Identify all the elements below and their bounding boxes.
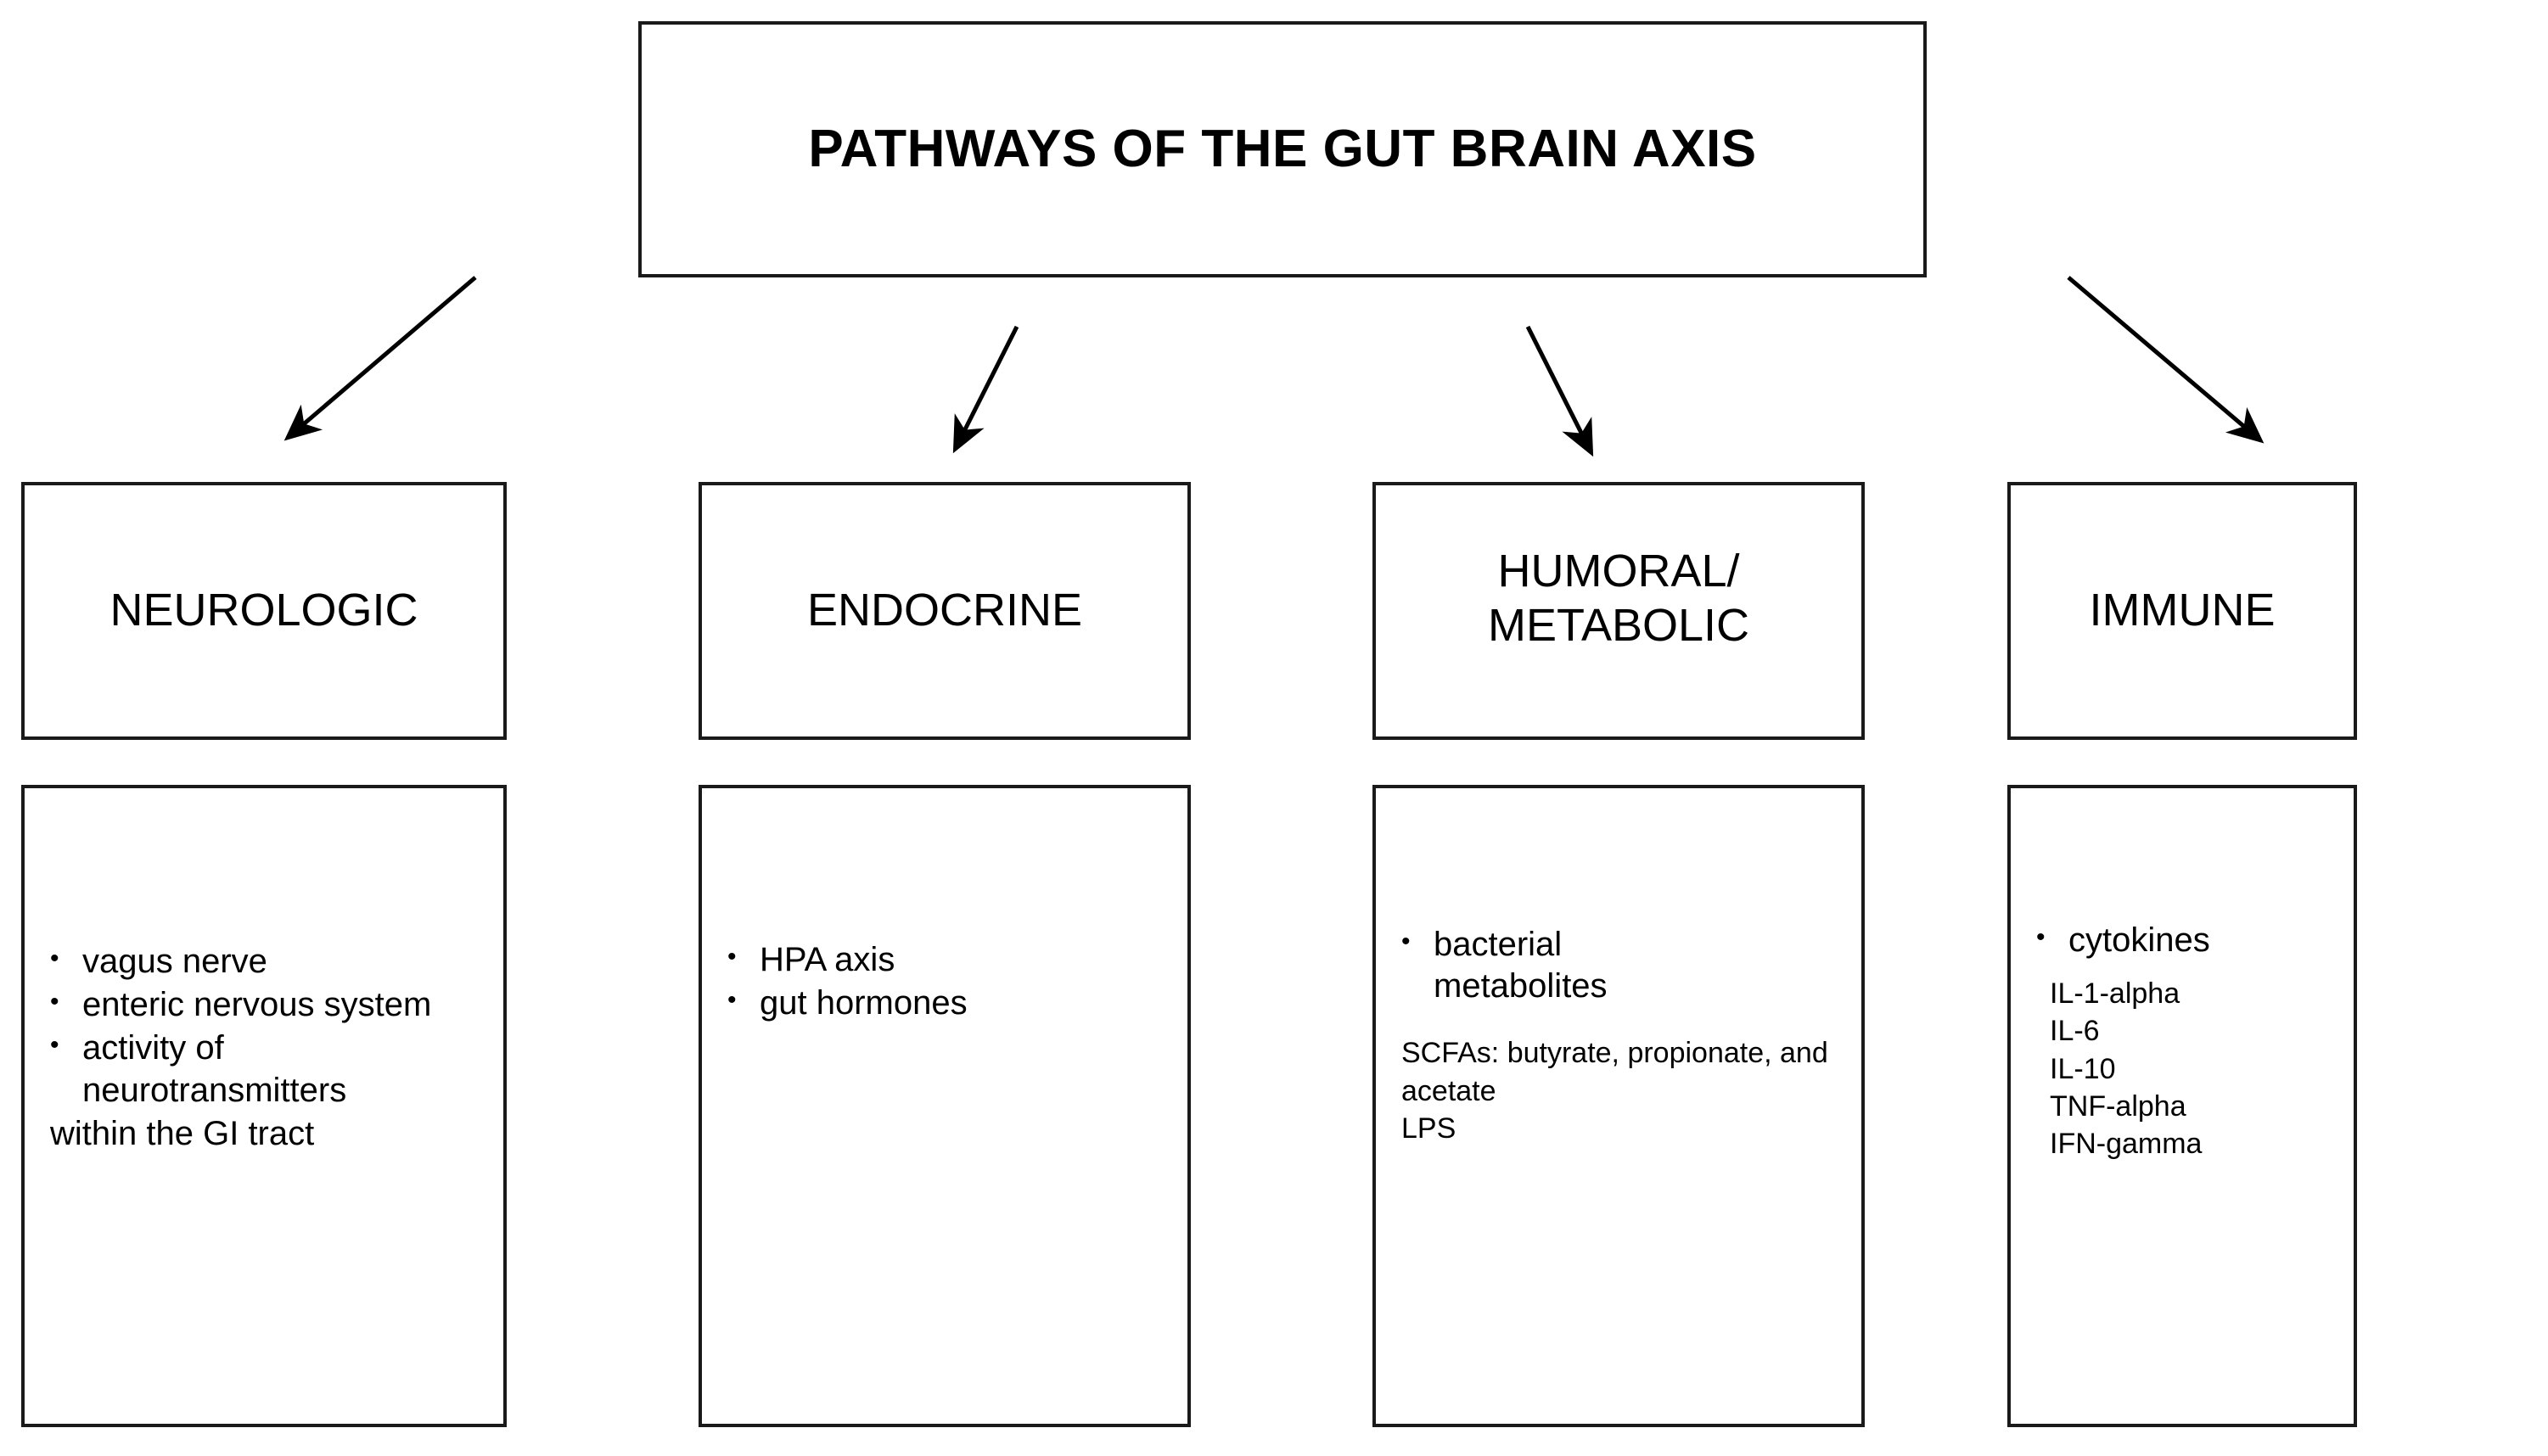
detail-box-immune: cytokines IL-1-alpha IL-6 IL-10 TNF-alph… (2007, 785, 2357, 1427)
detail-box-endocrine: HPA axis gut hormones (699, 785, 1191, 1427)
header-label-line1: HUMORAL/ (1497, 546, 1740, 597)
sub-item: SCFAs: butyrate, propionate, and acetate (1401, 1037, 1828, 1107)
arrow-to-neurologic (283, 276, 477, 441)
list-item: gut hormones (716, 981, 1174, 1024)
detail-content-humoral-metabolic: bacterial metabolites SCFAs: butyrate, p… (1389, 922, 1839, 1147)
page-title: PATHWAYS OF THE GUT BRAIN AXIS (808, 119, 1757, 178)
bullet-list-immune: cytokines (2024, 918, 2340, 961)
header-box-humoral-metabolic: HUMORAL/ METABOLIC (1372, 482, 1865, 740)
header-box-neurologic: NEUROLOGIC (21, 482, 507, 740)
list-item: bacterial metabolites (1389, 922, 1688, 1007)
header-label-line2: METABOLIC (1487, 600, 1750, 651)
detail-box-humoral-metabolic: bacterial metabolites SCFAs: butyrate, p… (1372, 785, 1865, 1427)
sub-item: TNF-alpha (2050, 1089, 2186, 1123)
sub-item: IL-6 (2050, 1015, 2100, 1048)
sub-item: IFN-gamma (2050, 1127, 2203, 1160)
bullet-list-endocrine: HPA axis gut hormones (716, 938, 1174, 1024)
detail-content-neurologic: vagus nerve enteric nervous system activ… (38, 939, 490, 1155)
sub-list-immune: IL-1-alpha IL-6 IL-10 TNF-alpha IFN-gamm… (2024, 975, 2340, 1162)
header-box-endocrine: ENDOCRINE (699, 482, 1191, 740)
sub-item: LPS (1401, 1112, 1456, 1145)
sub-list-humoral-metabolic: SCFAs: butyrate, propionate, and acetate… (1389, 1034, 1839, 1147)
header-label-neurologic: NEUROLOGIC (109, 585, 418, 636)
header-box-immune: IMMUNE (2007, 482, 2357, 740)
spacer (1389, 1009, 1839, 1034)
arrow-to-humoral-metabolic (1525, 325, 1594, 457)
spacer (2024, 963, 2340, 975)
arrow-to-endocrine (952, 325, 1019, 454)
detail-content-immune: cytokines IL-1-alpha IL-6 IL-10 TNF-alph… (2024, 918, 2340, 1162)
list-item: cytokines (2024, 918, 2340, 961)
title-box: PATHWAYS OF THE GUT BRAIN AXIS (638, 21, 1927, 277)
continuation-text-neurologic: within the GI tract (50, 1114, 315, 1152)
header-label-immune: IMMUNE (2089, 585, 2276, 636)
sub-item: IL-10 (2050, 1052, 2116, 1085)
detail-content-endocrine: HPA axis gut hormones (716, 938, 1174, 1026)
header-label-humoral-metabolic: HUMORAL/ METABOLIC (1488, 545, 1749, 652)
list-item: activity of neurotransmitters (38, 1026, 490, 1111)
detail-box-neurologic: vagus nerve enteric nervous system activ… (21, 785, 507, 1427)
sub-item: IL-1-alpha (2050, 977, 2180, 1011)
bullet-list-neurologic: vagus nerve enteric nervous system activ… (38, 939, 490, 1112)
list-item: enteric nervous system (38, 983, 490, 1026)
bullet-list-humoral-metabolic: bacterial metabolites (1389, 922, 1839, 1007)
header-label-endocrine: ENDOCRINE (806, 585, 1083, 636)
list-item: vagus nerve (38, 939, 490, 983)
arrow-to-immune (2067, 276, 2265, 444)
list-item: HPA axis (716, 938, 1174, 981)
